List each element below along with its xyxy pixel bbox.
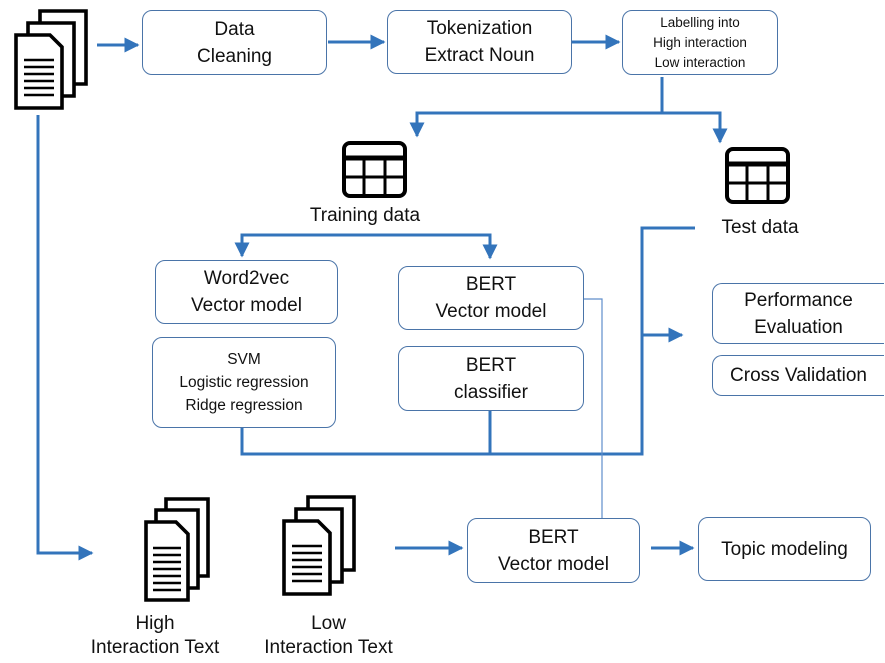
low-interaction-text-label: Low Interaction Text [236,612,421,660]
topic-modeling-label: Topic modeling [721,538,848,560]
high-interaction-text-label: High Interaction Text [60,612,250,660]
cross-validation-box: Cross Validation [712,355,884,396]
data-cleaning-box: Data Cleaning [142,10,327,75]
classifier-svm: SVM [227,351,261,368]
arrow-labelling-to-test [662,111,728,144]
word2vec-line-2: Vector model [191,295,302,316]
bert-vector-bottom-line-1: BERT [528,526,579,548]
document-stack-icon [14,9,88,110]
labelling-line-1: Labelling into [660,14,740,30]
document-stack-icon [282,495,356,596]
table-icon [725,147,790,204]
tokenization-line-1: Tokenization [426,18,533,39]
training-data-label: Training data [309,205,421,226]
high-text-line-2: Interaction Text [90,637,220,658]
arrow-training-to-bert [367,233,498,260]
data-cleaning-line-2: Cleaning [197,45,272,67]
word2vec-line-1: Word2vec [203,268,290,289]
cross-validation-label: Cross Validation [730,365,867,386]
data-cleaning-line-1: Data [214,18,255,40]
topic-modeling-box: Topic modeling [698,517,871,581]
arrow-docs-to-high-text [36,115,94,561]
high-text-line-1: High [135,613,175,634]
performance-line-1: Performance [744,289,853,311]
tokenization-line-2: Extract Noun [424,45,535,66]
table-icon [342,141,407,198]
bert-vector-line-1: BERT [465,274,517,295]
performance-line-2: Evaluation [754,316,843,338]
test-data-label: Test data [721,217,799,238]
bert-vector-bottom-line-2: Vector model [498,553,609,575]
document-stack-icon [144,497,210,602]
low-text-line-2: Interaction Text [264,637,393,658]
labelling-line-2: High interaction [653,34,747,50]
line-bert-vector-link [584,298,603,518]
bert-classifier-line-2: classifier [454,381,528,403]
bert-vector-model-box: BERT Vector model [398,266,584,330]
classifiers-box: SVM Logistic regression Ridge regression [152,337,336,428]
bert-vector-line-2: Vector model [435,301,547,322]
classifier-logistic-regression: Logistic regression [179,374,309,391]
tokenization-box: Tokenization Extract Noun [387,10,572,74]
arrow-training-to-word2vec [234,233,367,258]
labelling-line-3: Low interaction [654,54,746,70]
labelling-box: Labelling into High interaction Low inte… [622,10,778,75]
arrow-labelling-split [409,77,664,138]
line-models-to-eval [240,226,695,456]
word2vec-box: Word2vec Vector model [155,260,338,324]
bert-vector-model-bottom-box: BERT Vector model [467,518,640,583]
bert-classifier-line-1: BERT [465,354,517,376]
performance-evaluation-box: Performance Evaluation [712,283,884,344]
bert-classifier-box: BERT classifier [398,346,584,411]
classifier-ridge-regression: Ridge regression [185,397,303,414]
low-text-line-1: Low [311,613,346,634]
